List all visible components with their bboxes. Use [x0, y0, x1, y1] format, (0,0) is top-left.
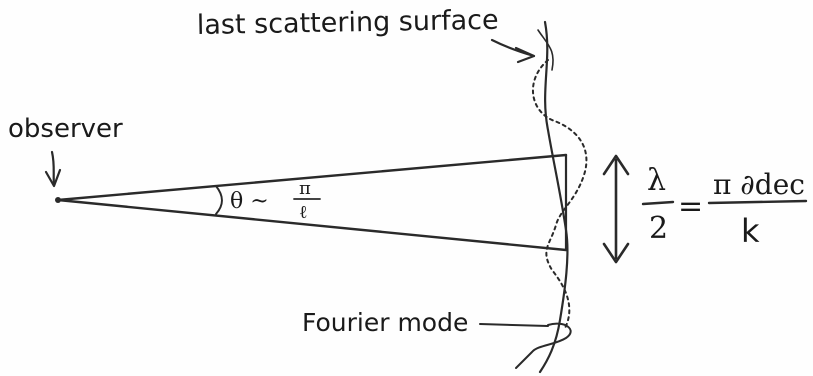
equals-sign: = [678, 189, 703, 224]
theta-numerator: π [299, 178, 311, 199]
theta-denominator: ℓ [299, 202, 308, 223]
down-arrow-icon [44, 150, 62, 188]
lambda-fraction-bar [641, 200, 675, 206]
rhs-denominator: k [741, 212, 760, 250]
fourier-mode-wave [532, 59, 588, 331]
lambda-numerator: λ [647, 163, 666, 198]
theta-label: θ ~ [230, 189, 269, 214]
double-headed-arrow-icon [602, 154, 630, 264]
fourier-mode-pointer-line [479, 323, 549, 327]
rhs-fraction-bar [707, 199, 808, 205]
surface-pointer-arrow [490, 38, 536, 64]
fourier-mode-loop [515, 322, 572, 369]
surface-curve-top-tail [537, 29, 554, 71]
lambda-denominator: 2 [649, 211, 668, 246]
observer-label: observer [8, 114, 123, 144]
last-scattering-surface-curve [538, 20, 569, 374]
surface-label: last scattering surface [197, 5, 499, 41]
angle-arc [215, 185, 223, 215]
fourier-mode-label: Fourier mode [302, 308, 468, 337]
cone-upper-line [56, 153, 568, 202]
observer-point [55, 197, 61, 203]
cone-lower-line [56, 198, 568, 252]
rhs-numerator: π ∂dec [713, 168, 805, 201]
